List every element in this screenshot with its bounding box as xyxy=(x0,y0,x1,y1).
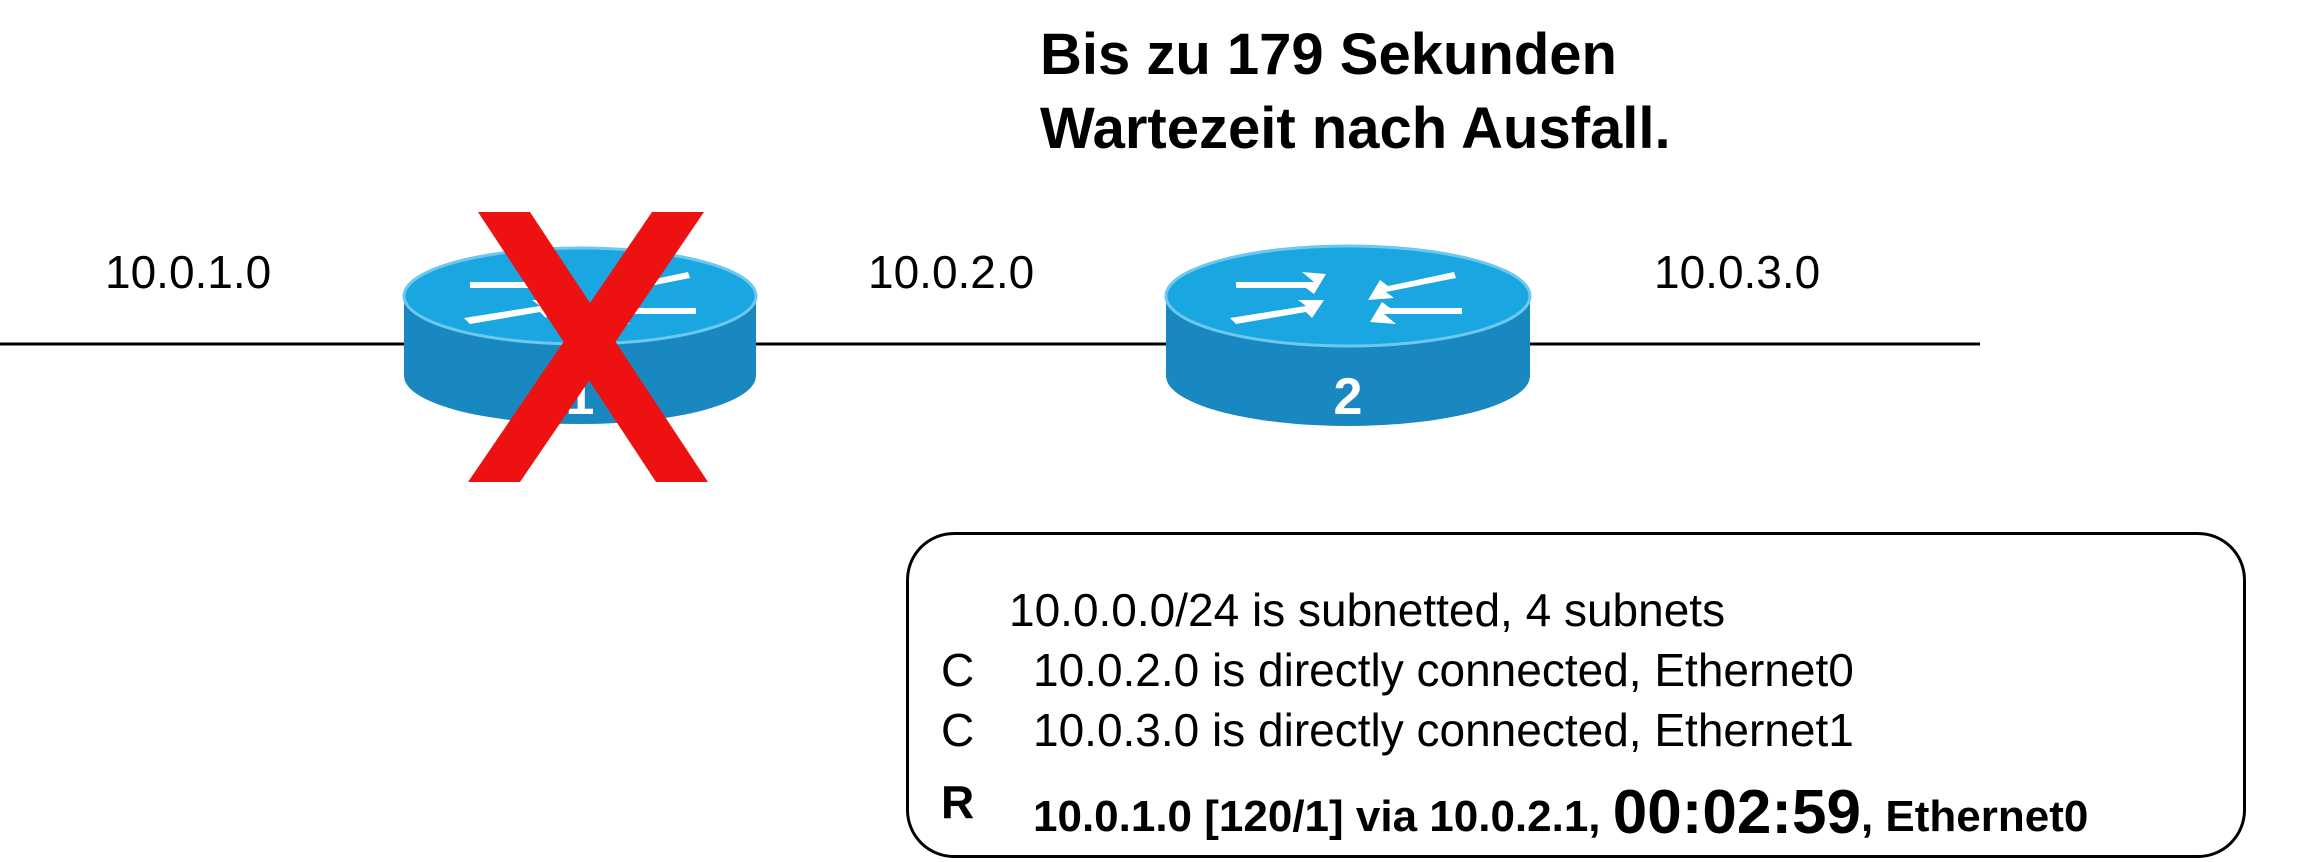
route-suffix: , Ethernet0 xyxy=(1860,792,2089,841)
route-text: 10.0.2.0 is directly connected, Ethernet… xyxy=(1033,644,1854,696)
route-timer: 00:02:59 xyxy=(1612,778,1861,847)
router-2-label: 2 xyxy=(1334,368,1363,426)
route-code: R xyxy=(941,776,975,828)
route-text-rip: 10.0.1.0 [120/1] via 10.0.2.1, 00:02:59,… xyxy=(1033,775,2089,847)
routing-table: 10.0.0.0/24 is subnetted, 4 subnets C 10… xyxy=(906,532,2246,858)
route-text: 10.0.3.0 is directly connected, Ethernet… xyxy=(1033,704,1854,756)
title-line-2: Wartezeit nach Ausfall. xyxy=(1040,96,1671,161)
router-2-top xyxy=(1164,244,1532,348)
network-label-10-0-2-0: 10.0.2.0 xyxy=(868,246,1035,298)
network-label-10-0-3-0: 10.0.3.0 xyxy=(1654,246,1821,298)
router-2-arrows-icon xyxy=(1230,272,1462,324)
router-2: 2 xyxy=(1164,244,1532,426)
failure-x-icon xyxy=(468,212,708,482)
network-label-10-0-1-0: 10.0.1.0 xyxy=(105,246,272,298)
route-code: C xyxy=(941,704,975,756)
route-code: C xyxy=(941,644,975,696)
title-line-1: Bis zu 179 Sekunden xyxy=(1040,22,1617,87)
diagram-title: Bis zu 179 Sekunden Wartezeit nach Ausfa… xyxy=(1040,18,1671,166)
route-prefix: 10.0.1.0 [120/1] via 10.0.2.1, xyxy=(1033,792,1601,841)
routing-table-header: 10.0.0.0/24 is subnetted, 4 subnets xyxy=(1009,584,1726,636)
